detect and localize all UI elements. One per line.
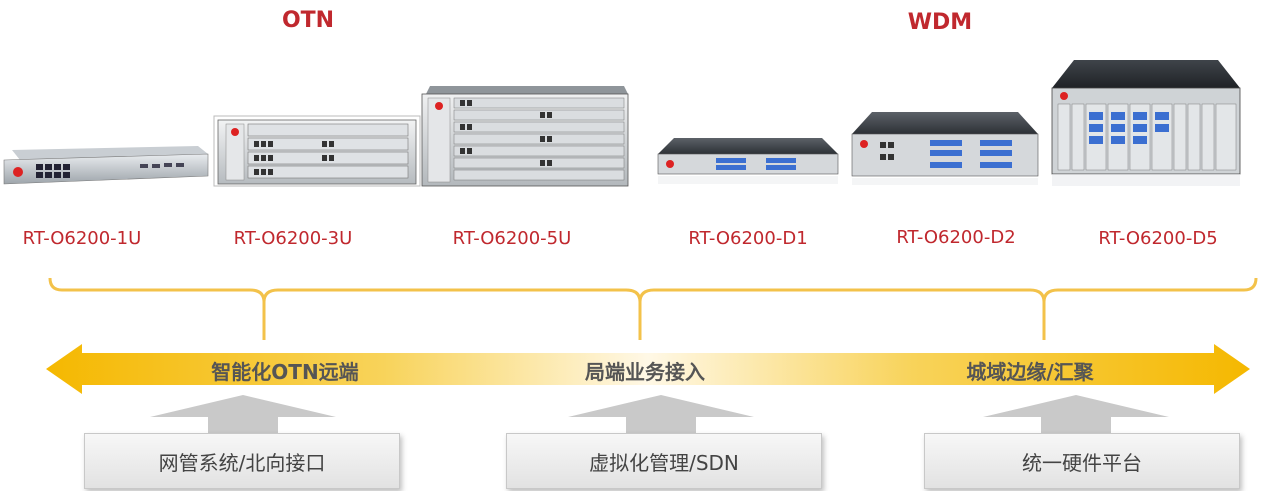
- model-label-d2: RT-O6200-D2: [896, 227, 1016, 248]
- box-nms-northbound: 网管系统/北向接口: [84, 433, 400, 489]
- product-bracket: [48, 277, 1258, 340]
- model-label-d1: RT-O6200-D1: [688, 228, 808, 249]
- device-rt-o6200-d5-image: [1051, 60, 1241, 186]
- up-arrow-right: [983, 395, 1169, 433]
- up-arrow-center: [568, 395, 754, 433]
- device-rt-o6200-5u-image: [421, 86, 629, 187]
- band-label-right: 城域边缘/汇聚: [966, 360, 1094, 384]
- box-virtualization-sdn: 虚拟化管理/SDN: [506, 433, 822, 489]
- device-rt-o6200-d2-image: [851, 112, 1039, 185]
- scenario-band-arrow: [46, 344, 1250, 394]
- device-rt-o6200-1u-image: [3, 146, 209, 185]
- up-arrow-left: [150, 395, 336, 433]
- model-label-1u: RT-O6200-1U: [22, 228, 142, 249]
- model-label-d5: RT-O6200-D5: [1098, 228, 1218, 249]
- model-label-3u: RT-O6200-3U: [233, 228, 353, 249]
- band-label-center: 局端业务接入: [585, 360, 705, 384]
- model-label-5u: RT-O6200-5U: [452, 228, 572, 249]
- device-rt-o6200-d1-image: [657, 138, 839, 184]
- wdm-group-title: WDM: [907, 10, 973, 35]
- otn-group-title: OTN: [281, 8, 335, 33]
- band-label-left: 智能化OTN远端: [211, 360, 359, 384]
- box-unified-hardware: 统一硬件平台: [924, 433, 1240, 489]
- device-rt-o6200-3u-image: [213, 115, 421, 187]
